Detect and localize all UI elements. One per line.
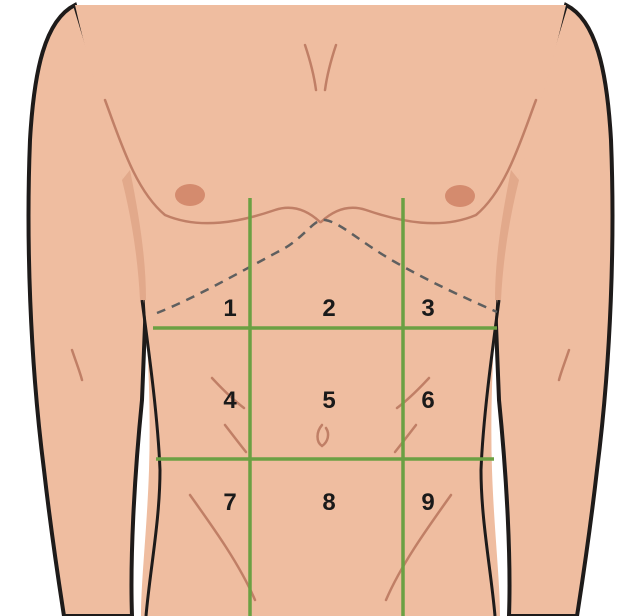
right-nipple <box>445 185 475 207</box>
region-label-5: 5 <box>322 387 335 414</box>
region-label-2: 2 <box>322 295 335 322</box>
region-label-1: 1 <box>223 295 236 322</box>
torso-figure <box>29 5 613 616</box>
region-label-4: 4 <box>223 387 237 414</box>
torso-body <box>75 5 566 616</box>
region-label-8: 8 <box>322 489 335 516</box>
region-label-7: 7 <box>223 489 236 516</box>
region-label-9: 9 <box>421 489 434 516</box>
region-label-3: 3 <box>421 295 434 322</box>
region-label-6: 6 <box>421 387 434 414</box>
left-nipple <box>175 184 205 206</box>
